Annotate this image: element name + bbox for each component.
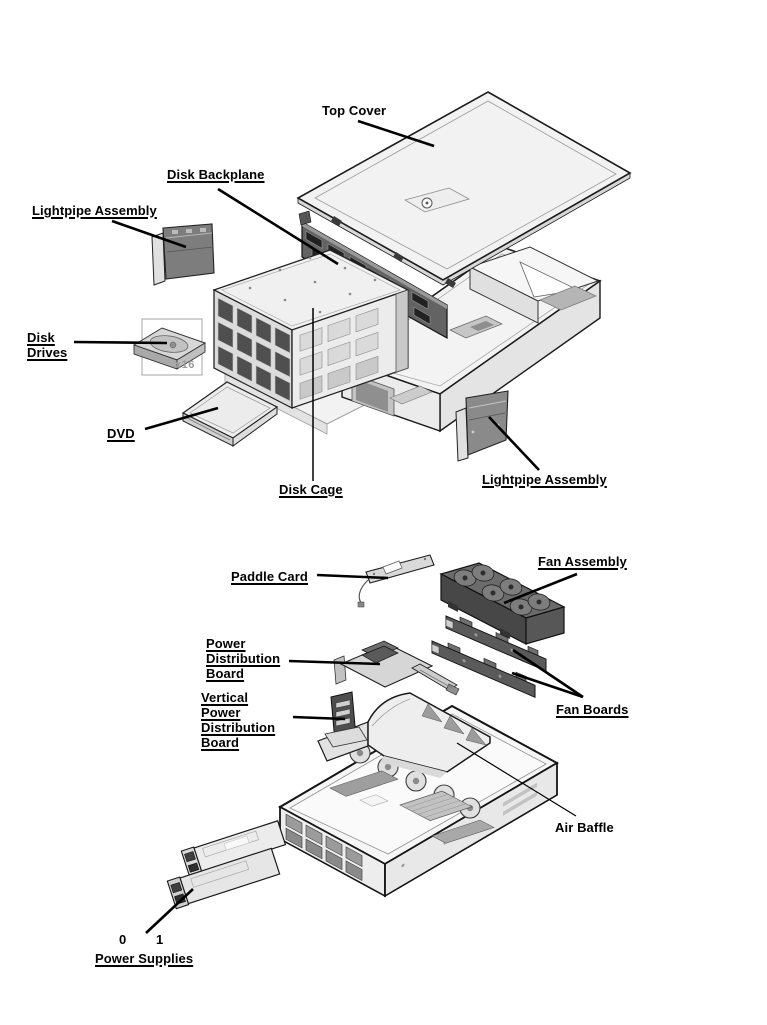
label-top-cover: Top Cover <box>322 103 387 118</box>
top-cover-illustration <box>296 91 632 288</box>
label-lightpipe-assembly-right: Lightpipe Assembly <box>482 472 607 487</box>
leader-fan-assembly <box>503 572 578 605</box>
label-lightpipe-assembly-left: Lightpipe Assembly <box>32 203 157 218</box>
vertical-power-distribution-board-illustration <box>324 691 368 748</box>
lightpipe-assembly-right-illustration <box>455 390 509 462</box>
disk-cage-right-face <box>291 289 409 409</box>
label-air-baffle: Air Baffle <box>555 820 614 835</box>
disk-cage-illustration <box>212 249 410 409</box>
label-power-supplies: Power Supplies <box>95 951 194 966</box>
power-supplies-illustration <box>166 820 287 910</box>
leader-disk-drives <box>73 340 168 345</box>
leader-top-cover <box>357 119 435 148</box>
power-supply-0 <box>180 820 287 878</box>
leader-air-baffle <box>456 742 577 817</box>
leader-disk-backplane <box>217 187 339 266</box>
label-disk-cage: Disk Cage <box>279 482 343 497</box>
power-supply-1 <box>166 847 281 910</box>
leader-paddle-card <box>316 573 389 580</box>
paddle-card-illustration <box>357 554 435 608</box>
leader-dvd <box>144 406 219 431</box>
cpu-heatsink <box>399 790 473 821</box>
disk-drive-illustration <box>132 318 207 376</box>
leader-vertical-pdb <box>292 715 346 721</box>
io-board <box>431 819 495 844</box>
leader-power-supplies <box>145 888 194 934</box>
leader-fan-board-2 <box>511 671 584 699</box>
label-fan-boards: Fan Boards <box>556 702 629 717</box>
disk-cage-screws <box>248 256 377 314</box>
label-power-supply-slot-1: 1 <box>156 932 164 947</box>
label-disk-drives-quantity: x16 <box>175 359 195 371</box>
fan-assembly-illustration <box>439 562 566 645</box>
air-baffle-illustration <box>317 692 491 778</box>
label-disk-drives: Disk Drives <box>27 330 68 360</box>
leader-power-distribution-board <box>288 659 381 666</box>
power-distribution-board-illustration <box>333 640 460 696</box>
label-vertical-power-distribution-board: Vertical Power Distribution Board <box>201 690 276 750</box>
label-power-supply-slot-0: 0 <box>119 932 127 947</box>
label-paddle-card: Paddle Card <box>231 569 308 584</box>
label-power-distribution-board: Power Distribution Board <box>206 636 281 681</box>
disk-cage-front-face <box>213 289 293 409</box>
label-fan-assembly: Fan Assembly <box>538 554 627 569</box>
label-dvd: DVD <box>107 426 135 441</box>
leader-fan-board-1 <box>512 648 584 699</box>
chassis-bottom-illustration <box>277 704 560 898</box>
label-disk-backplane: Disk Backplane <box>167 167 265 182</box>
leader-lightpipe-left <box>111 219 187 249</box>
dvd-drive-illustration <box>181 381 279 447</box>
leader-lines <box>73 119 584 934</box>
lightpipe-assembly-left-illustration <box>151 223 215 286</box>
leader-lightpipe-right <box>488 416 540 471</box>
fan-boards-illustration <box>431 615 547 699</box>
dimm-bank <box>329 770 399 797</box>
small-module <box>359 794 389 807</box>
chassis-front-wall <box>279 805 386 898</box>
